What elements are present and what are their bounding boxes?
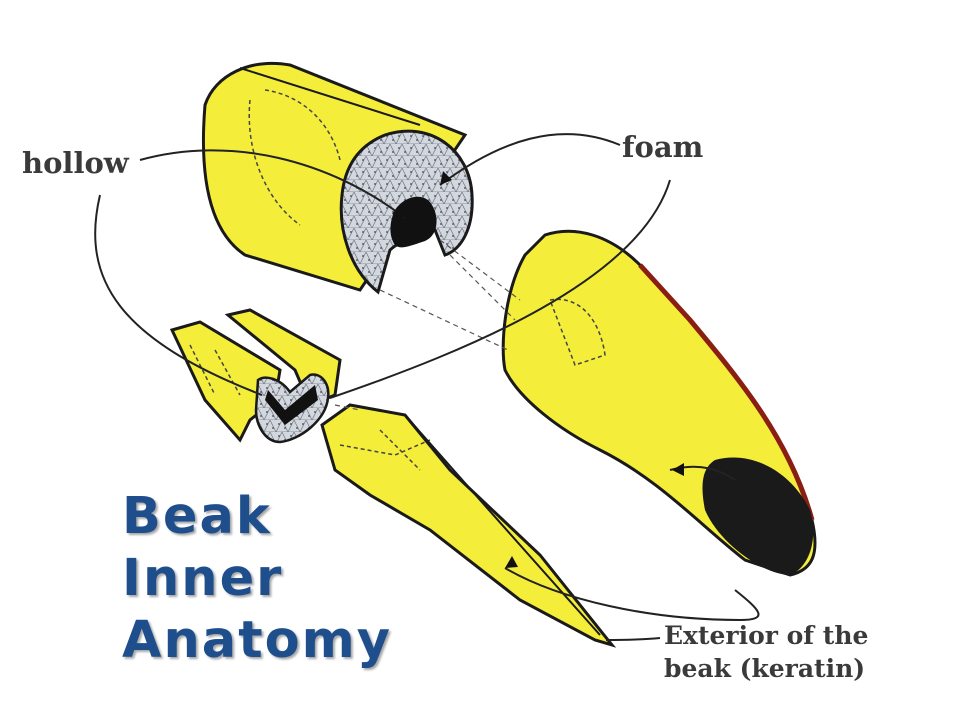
title-line1: Beak bbox=[122, 487, 272, 546]
upper-cylinder-top-ridge bbox=[239, 67, 421, 126]
exterior-pointer-lower-beak bbox=[504, 567, 760, 622]
exterior-arrowhead-upper bbox=[672, 463, 684, 476]
upper-beak-inner-line bbox=[548, 298, 606, 366]
upper-cylinder-inner-line bbox=[264, 89, 341, 161]
pointer-arrowheads bbox=[392, 171, 684, 568]
label-exterior-line1: Exterior of the bbox=[664, 621, 869, 650]
title-line3: Anatomy bbox=[122, 611, 392, 670]
upper-beak-tip-dark bbox=[702, 457, 814, 575]
lower-trough-section bbox=[169, 308, 342, 444]
lower-trough-inner-line bbox=[189, 344, 241, 396]
lower-beak-tip-ridge bbox=[404, 414, 601, 636]
title-line2: Inner bbox=[122, 549, 284, 608]
label-exterior-keratin: Exterior of the beak (keratin) bbox=[664, 619, 868, 685]
upper-beak-red-edge bbox=[638, 263, 815, 521]
exterior-pointer-tip bbox=[605, 637, 661, 641]
label-exterior-line2: beak (keratin) bbox=[664, 654, 866, 683]
lower-beak-tip-inner-line bbox=[339, 429, 431, 471]
label-hollow: hollow bbox=[22, 146, 129, 180]
page-title: Beak Inner Anatomy bbox=[122, 486, 392, 672]
upper-cylinder-inner-line bbox=[248, 99, 301, 226]
upper-beak-exterior bbox=[501, 229, 817, 577]
hollow-core bbox=[390, 196, 437, 248]
assembly-connector-lines bbox=[334, 239, 521, 411]
label-foam: foam bbox=[622, 130, 704, 164]
pointer-lines bbox=[94, 133, 760, 641]
foam-pointer-lower bbox=[329, 179, 671, 399]
hollow-arrowhead bbox=[392, 206, 405, 218]
hollow-pointer-upper bbox=[139, 149, 406, 219]
hollow-pointer-lower bbox=[94, 194, 263, 396]
foam-pointer-upper bbox=[439, 133, 621, 186]
foam-arrowhead bbox=[440, 171, 452, 185]
exterior-arrowhead bbox=[505, 556, 518, 568]
lower-trough-hollow bbox=[265, 385, 318, 425]
